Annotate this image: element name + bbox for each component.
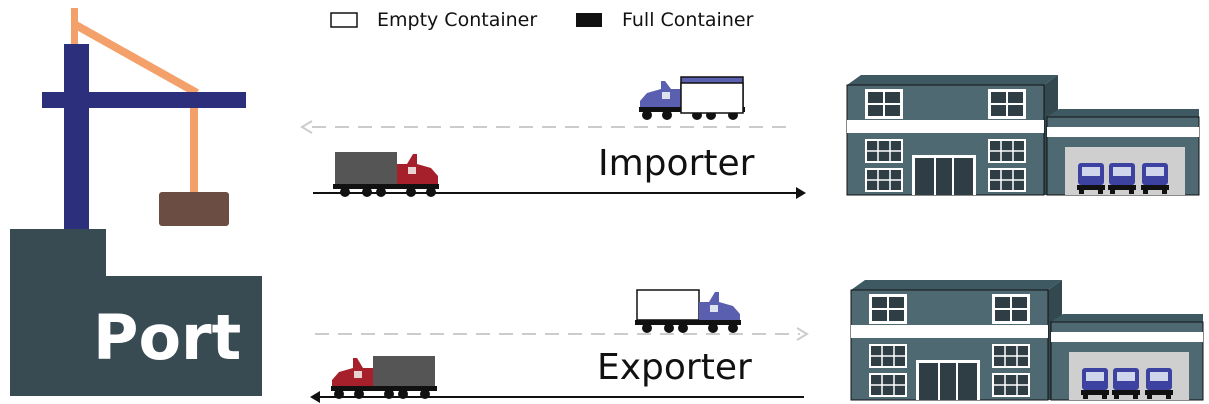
full-container-swatch <box>576 13 602 27</box>
crane-boom <box>42 92 246 108</box>
crane-cable <box>190 93 198 199</box>
importer-lane: Importer <box>300 76 806 199</box>
importer-empty-truck <box>638 76 746 121</box>
port-block: Port <box>10 229 262 396</box>
exporter-empty-truck <box>635 289 741 333</box>
exporter-empty-arrowhead <box>796 327 809 341</box>
exporter-label: Exporter <box>597 347 752 388</box>
legend: Empty Container Full Container <box>330 9 754 31</box>
importer-delivery-arrowhead <box>796 187 806 199</box>
importer-return-arrowhead <box>300 120 313 134</box>
importer-warehouse-building-icon <box>847 75 1199 195</box>
exporter-lane: Exporter <box>310 289 809 403</box>
exporter-full-truck <box>331 356 437 399</box>
port-label: Port <box>93 301 241 374</box>
port-crane-icon <box>42 8 246 232</box>
port-body <box>10 229 262 396</box>
importer-label: Importer <box>598 143 755 184</box>
exporter-delivery-arrowhead <box>310 391 320 403</box>
crane-tower <box>64 44 89 232</box>
legend-full-label: Full Container <box>622 9 754 31</box>
importer-full-truck <box>333 152 439 197</box>
legend-empty-label: Empty Container <box>377 9 537 31</box>
exporter-warehouse-building-icon <box>851 280 1203 400</box>
crane-jib <box>72 20 199 97</box>
crane-load <box>159 192 229 226</box>
empty-container-swatch <box>330 12 358 28</box>
